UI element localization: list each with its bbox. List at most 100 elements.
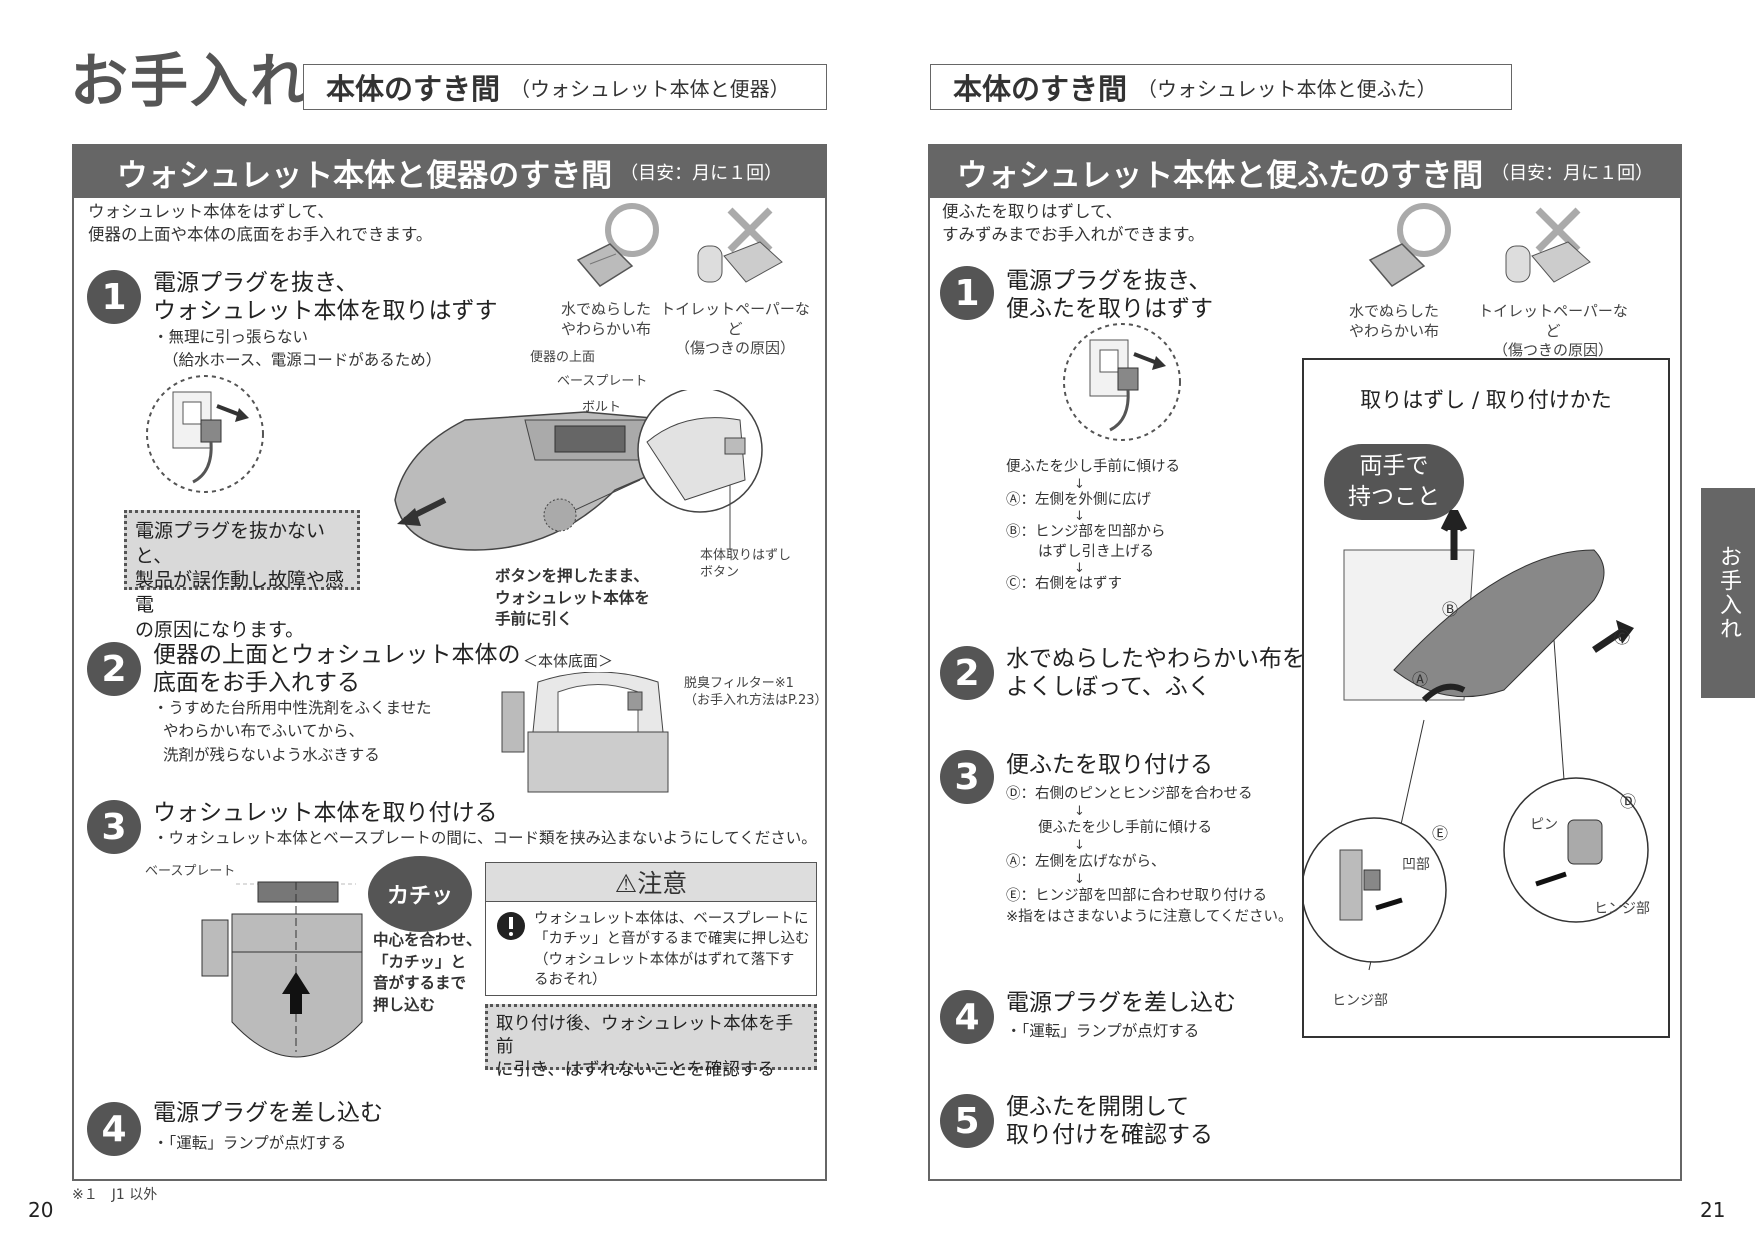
- step-note-line: 洗剤が残らないよう水ぶきする: [163, 745, 380, 764]
- section-header-main: 本体のすき間: [953, 72, 1128, 106]
- exclamation-icon: [497, 912, 525, 940]
- removal-install-box: 取りはずし / 取り付けかた 両手で 持つこと Ⓑ Ⓐ Ⓒ Ⓓ Ⓔ 凹部 ピン …: [1302, 358, 1670, 1038]
- wet-cloth-icon: [576, 203, 659, 287]
- step-title: 電源プラグを抜き、 便ふたを取りはずす: [1006, 268, 1213, 323]
- base-plate-label-2: ベースプレート: [145, 864, 236, 879]
- good-label-line: やわらかい布: [1348, 321, 1439, 340]
- down-arrow-icon: ↓: [1074, 804, 1085, 820]
- step-title-line: 便ふたを取りはずす: [1006, 295, 1213, 322]
- good-label-line: 水でぬらした: [560, 300, 651, 318]
- label-b: Ⓑ: [1442, 600, 1459, 619]
- install-note: ※指をはさまないように注意してください。: [1006, 909, 1293, 926]
- good-label-line: 水でぬらした: [1348, 302, 1439, 320]
- washlet-removal-illustration: [394, 390, 763, 551]
- step-title: 便ふたを取り付ける: [1006, 752, 1213, 778]
- step-notes: ・無理に引っ張らない （給水ホース、電源コードがあるため）: [153, 326, 441, 373]
- step-title-line: 底面をお手入れする: [153, 669, 360, 696]
- page-title: お手入れ: [70, 47, 311, 115]
- both-hands-line: 持つこと: [1348, 484, 1440, 510]
- unplug-warning-box: 電源プラグを抜かないと、 製品が誤作動し故障や感電 の原因になります。: [124, 510, 360, 641]
- washlet-bottom-illustration: [501, 672, 669, 793]
- step-title: ウォシュレット本体を取り付ける: [153, 800, 498, 826]
- warning-line: 製品が誤作動し故障や感電: [135, 569, 345, 617]
- step-title-line: 水でぬらしたやわらかい布を: [1006, 646, 1305, 672]
- down-arrow-icon: ↓: [1074, 561, 1085, 577]
- section-header-sub: （ウォシュレット本体と便器）: [510, 76, 790, 101]
- step-title-line: 取り付けを確認する: [1006, 1121, 1213, 1148]
- step-note: ・「運転」ランプが点灯する: [1006, 1022, 1200, 1040]
- step-title: 水でぬらしたやわらかい布を よくしぼって、ふく: [1006, 646, 1305, 701]
- step-number: 1: [87, 270, 141, 324]
- step-title-line: 便ふたを開閉して: [1006, 1094, 1190, 1120]
- step-number: 4: [87, 1102, 141, 1156]
- both-hands-line: 両手で: [1359, 452, 1429, 479]
- label-c: Ⓒ: [1614, 628, 1631, 647]
- toilet-top-label: 便器の上面: [530, 350, 596, 365]
- page-number-right: 21: [1700, 1198, 1726, 1222]
- align-instruction: 中心を合わせ、 「カチッ」と 音がするまで 押し込む: [373, 930, 482, 1017]
- caution-line: 「カチッ」と音がするまで確実に押し込む: [534, 931, 810, 948]
- step-title: 電源プラグを差し込む: [153, 1100, 383, 1126]
- unplug-illustration: [146, 375, 264, 493]
- bad-label-line: トイレットペーパーなど: [1478, 302, 1628, 340]
- step-note-line: やわらかい布でふいてから、: [163, 722, 365, 741]
- bolt-label: ボルト: [582, 400, 622, 415]
- washlet-install-illustration: [201, 881, 363, 1058]
- lid-removal-illustration: [1304, 510, 1649, 971]
- step-number: 5: [940, 1094, 994, 1148]
- step-number: 2: [87, 642, 141, 696]
- step-note-line: ・うすめた台所用中性洗剤をふくませた: [153, 699, 432, 717]
- caution-line: ウォシュレット本体は、ベースプレートに: [534, 911, 809, 927]
- step-number: 3: [87, 800, 141, 854]
- step-title: 電源プラグを差し込む: [1006, 990, 1236, 1016]
- step-note-line: （給水ホース、電源コードがあるため）: [163, 351, 442, 370]
- removal-step-line: Ⓐ：左側を外側に広げ: [1006, 491, 1151, 508]
- step-title-line: 便器の上面とウォシュレット本体の: [153, 642, 521, 668]
- down-arrow-icon: ↓: [1074, 476, 1085, 492]
- align-line: 音がするまで: [373, 974, 467, 993]
- step-title-line: 電源プラグを抜き、: [153, 270, 359, 296]
- panel-header-right: ウォシュレット本体と便ふたのすき間 （目安：月に１回）: [930, 146, 1680, 198]
- intro-line: すみずみまでお手入れができます。: [942, 225, 1205, 245]
- panel-header-left: ウォシュレット本体と便器のすき間 （目安：月に１回）: [74, 146, 825, 198]
- caution-title: ⚠注意: [486, 863, 816, 902]
- pin-label: ピン: [1530, 817, 1558, 833]
- confirm-line: 取り付け後、ウォシュレット本体を手前: [496, 1014, 794, 1057]
- step-note-line: ・無理に引っ張らない: [153, 328, 309, 346]
- push-instruction-line: ウォシュレット本体を: [495, 588, 650, 607]
- install-steps: Ⓓ：右側のピンとヒンジ部を合わせる ↓ 便ふたを少し手前に傾ける ↓ Ⓐ：左側を…: [1006, 784, 1293, 928]
- down-arrow-icon: ↓: [1074, 872, 1085, 888]
- warning-line: の原因になります。: [135, 618, 305, 641]
- section-header-right: 本体のすき間 （ウォシュレット本体と便ふた）: [930, 64, 1512, 110]
- confirm-box: 取り付け後、ウォシュレット本体を手前 に引き、はずれないことを確認する: [485, 1004, 817, 1080]
- intro-text: ウォシュレット本体をはずして、 便器の上面や本体の底面をお手入れできます。: [88, 200, 432, 246]
- good-label: 水でぬらした やわらかい布: [1344, 302, 1444, 341]
- step-title: 電源プラグを抜き、 ウォシュレット本体を取りはずす: [153, 270, 498, 325]
- hinge-label-2: ヒンジ部: [1332, 993, 1388, 1009]
- side-tab: お手入れ: [1701, 488, 1755, 698]
- removal-step-line: Ⓑ：ヒンジ部を凹部から: [1006, 524, 1166, 541]
- good-label-line: やわらかい布: [560, 319, 651, 338]
- align-line: 「カチッ」と: [373, 952, 467, 971]
- good-label: 水でぬらした やわらかい布: [556, 300, 656, 339]
- label-e: Ⓔ: [1432, 824, 1449, 843]
- step-title-line: よくしぼって、ふく: [1006, 673, 1211, 700]
- step-title: 便器の上面とウォシュレット本体の 底面をお手入れする: [153, 642, 521, 697]
- align-line: 中心を合わせ、: [373, 931, 482, 949]
- label-a: Ⓐ: [1412, 670, 1429, 689]
- panel-frequency: （目安：月に１回）: [620, 163, 783, 184]
- base-plate-label: ベースプレート: [557, 374, 648, 389]
- install-step-line: Ⓐ：左側を広げながら、: [1006, 854, 1166, 871]
- intro-text: 便ふたを取りはずして、 すみずみまでお手入れができます。: [942, 200, 1204, 246]
- panel-left: ウォシュレット本体と便器のすき間 （目安：月に１回）: [72, 144, 827, 1181]
- panel-frequency: （目安：月に１回）: [1491, 163, 1654, 184]
- toilet-paper-icon: [1505, 207, 1591, 283]
- deodorizer-label: 脱臭フィルター※1 （お手入れ方法はP.23）: [684, 676, 828, 710]
- bad-label-line: （傷つきの原因）: [1492, 341, 1613, 359]
- caution-paren-line: るおそれ）: [534, 971, 607, 988]
- install-step-line: Ⓓ：右側のピンとヒンジ部を合わせる: [1006, 786, 1253, 802]
- step-note: ・ウォシュレット本体とベースプレートの間に、コード類を挟み込まないようにしてくだ…: [153, 829, 817, 847]
- page-number-left: 20: [28, 1198, 54, 1222]
- install-step-line: Ⓔ：ヒンジ部を凹部に合わせ取り付ける: [1006, 888, 1267, 905]
- label-d: Ⓓ: [1620, 792, 1637, 811]
